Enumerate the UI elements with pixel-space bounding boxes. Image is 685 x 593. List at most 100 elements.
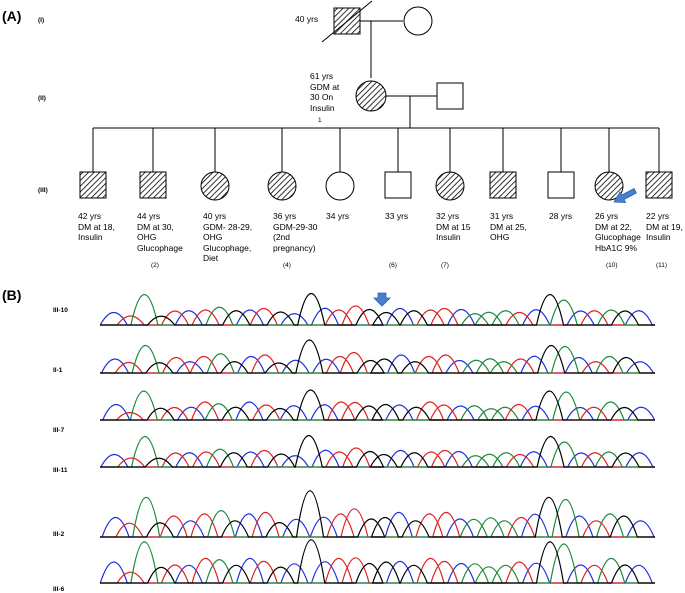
base-signal-green [100, 541, 655, 584]
sibling-note-line: Glucophage [595, 232, 641, 242]
sibling-index: (2) [151, 262, 159, 269]
sibling-note-line: 33 yrs [385, 211, 409, 221]
sibling-note-line: OHG [137, 232, 157, 242]
male-sibling-symbol [645, 171, 673, 199]
male-sibling-symbol [384, 171, 412, 199]
panel-a-label: (A) [2, 8, 22, 24]
sibling-note-line: 36 yrs [273, 211, 297, 221]
sibling-note-line: 31 yrs [490, 211, 514, 221]
base-signal-black [100, 292, 655, 326]
base-signal-green [100, 390, 655, 421]
male-sibling-symbol [489, 171, 517, 199]
sibling-note-line: GDM-29-30 [273, 221, 318, 232]
female-sibling-symbol [435, 171, 465, 201]
trace-label: III-2 [53, 531, 65, 538]
panel-b-label: (B) [2, 287, 22, 303]
sibling-note-line: 22 yrs [646, 211, 670, 221]
female-sibling-symbol [200, 171, 230, 201]
generation-label-1: (I) [38, 17, 45, 24]
base-signal-black [100, 539, 655, 584]
sibling-index: (4) [283, 262, 291, 269]
trace-label: II-1 [53, 367, 63, 374]
sibling-note-line: DM at 22, [595, 221, 632, 232]
sibling-note-line: Diet [203, 253, 219, 263]
base-signal-black [100, 434, 655, 468]
sibling-note-line: 34 yrs [326, 211, 350, 221]
sibling-note-line: 42 yrs [78, 211, 102, 221]
sibling-note: 28 yrs [549, 211, 572, 222]
generation-1 [321, 0, 433, 78]
sibling-note: 33 yrs [385, 211, 408, 222]
sibling-index: (10) [606, 262, 618, 269]
sibling-note-line: (2nd [273, 232, 291, 242]
female-sibling-symbol [267, 171, 297, 201]
chromatogram-trace [100, 434, 655, 468]
mother-note-line: Insulin [310, 102, 335, 113]
variant-arrow [373, 292, 391, 307]
generation-2 [355, 80, 464, 128]
sibling-note-line: Insulin [78, 232, 103, 242]
chromatogram-trace [100, 389, 656, 421]
base-signal-black [100, 490, 655, 538]
grandfather-age: 40 yrs [295, 14, 319, 24]
chromatogram-trace [100, 490, 655, 538]
sibling-note-line: pregnancy) [273, 242, 316, 253]
male-sibling-symbol [79, 171, 107, 199]
chromatograms [99, 292, 656, 584]
sibling-note-line: Glucophage [137, 242, 183, 253]
mother-symbol [355, 80, 387, 112]
mother-note-line: 30 On [310, 92, 334, 102]
sibling-note-line: DM at 18, [78, 221, 115, 232]
sibling-note-line: 44 yrs [137, 211, 161, 221]
generation-label-3: (III) [38, 187, 48, 194]
base-signal-black [100, 339, 655, 374]
deceased-slash [321, 0, 373, 43]
trace-label: III-6 [53, 586, 65, 593]
sibling-note-line: Insulin [646, 232, 671, 242]
male-sibling-symbol [547, 171, 575, 199]
sibling-note-line: 40 yrs [203, 211, 227, 221]
mother-note: 61 yrs GDM at 30 On Insulin [310, 71, 339, 113]
chromatogram-trace [99, 292, 655, 326]
sibling-note-line: Glucophage, [203, 242, 252, 253]
sibship [79, 127, 673, 201]
sibling-index: (11) [656, 262, 668, 269]
female-sibling-symbol [594, 171, 624, 201]
male-sibling-symbol [139, 171, 167, 199]
base-signal-green [100, 344, 655, 374]
grandmother-symbol [403, 6, 433, 36]
sibling-note: 34 yrs [326, 211, 349, 222]
sibling-note-line: 26 yrs [595, 211, 619, 221]
sibling-note-line: HbA1C 9% [595, 242, 638, 253]
base-signal-green [100, 435, 655, 468]
trace-label: III-7 [53, 427, 65, 434]
sibling-note-line: OHG [490, 232, 510, 242]
base-signal-black [100, 389, 655, 421]
generation-label-2: (II) [38, 95, 46, 102]
base-signal-blue [100, 512, 655, 538]
sibling-note-line: DM at 15 [436, 221, 471, 232]
mother-note-line: 61 yrs [310, 71, 334, 81]
sibling-note-line: GDM- 28-29, [203, 221, 253, 232]
base-signal-green [100, 497, 655, 538]
proband-arrow [613, 187, 637, 204]
grandfather-symbol [333, 7, 361, 35]
mother-index: 1 [318, 117, 322, 124]
trace-label: III-11 [53, 467, 68, 474]
sibling-note-line: DM at 25, [490, 221, 527, 232]
sibling-note-line: 32 yrs [436, 211, 460, 221]
sibling-note-line: DM at 30, [137, 221, 174, 232]
chromatogram-trace [99, 539, 655, 584]
chromatogram-trace [100, 339, 655, 374]
sibling-note-line: DM at 19, [646, 221, 683, 232]
sibling-index: (6) [389, 262, 397, 269]
